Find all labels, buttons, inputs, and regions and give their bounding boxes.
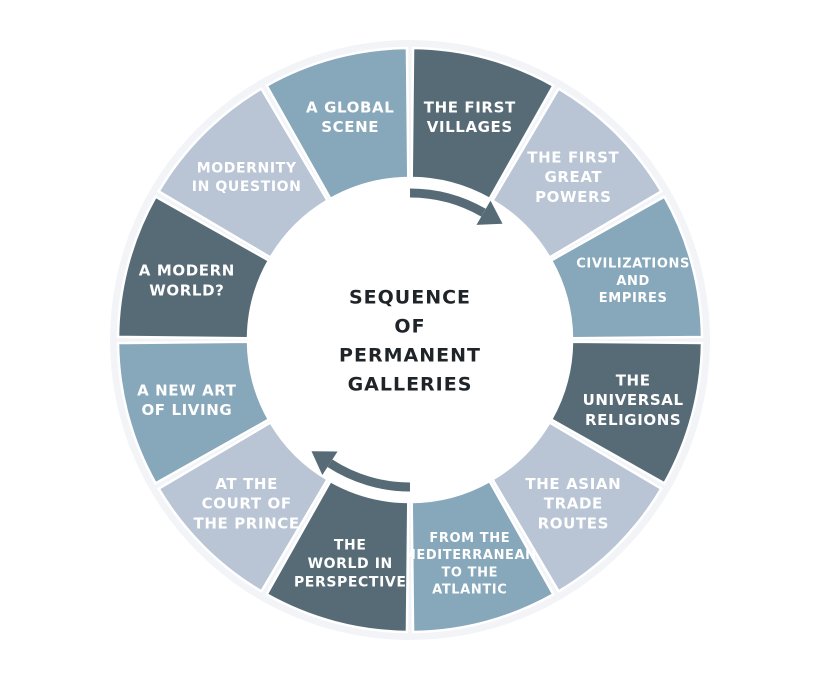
- segment-label-line: AT THE: [215, 475, 278, 493]
- center-title-line: GALLERIES: [348, 374, 473, 396]
- segment-label-line: THE PRINCE: [194, 515, 300, 533]
- segment-label-line: EMPIRES: [599, 291, 668, 306]
- segment-label-line: GREAT: [544, 168, 602, 186]
- segment-label-line: A MODERN: [139, 262, 235, 280]
- segment-label-line: RELIGIONS: [585, 411, 681, 429]
- segment-label-line: THE: [334, 538, 367, 554]
- segment-label-line: FROM THE: [429, 531, 510, 546]
- segment-label-line: PERSPECTIVE: [294, 575, 407, 591]
- center-title-line: OF: [394, 316, 425, 338]
- segment-label-line: VILLAGES: [427, 118, 513, 136]
- segment-label-line: WORLD?: [149, 282, 224, 300]
- segment-label-line: AND: [616, 274, 650, 289]
- top-arrow-arc: [409, 188, 486, 217]
- segment-label-line: IN QUESTION: [192, 179, 302, 195]
- segment-label-line: POWERS: [535, 188, 612, 206]
- segment-label-line: TRADE: [544, 495, 603, 513]
- segment-label-line: ATLANTIC: [432, 583, 507, 598]
- segments-layer: THE FIRST VILLAGES THE FIRST GREAT POWERS CIV…: [116, 46, 704, 634]
- segment-label-8: AT THE COURT OF THE PRINCE: [194, 475, 300, 533]
- segment-label-3: CIVILIZATIONS AND EMPIRES: [576, 257, 690, 306]
- segment-label-line: MODERNITY: [197, 160, 297, 176]
- segment-label-2: THE FIRST GREAT POWERS: [527, 148, 619, 206]
- segment-label-6: FROM THE MEDITERRANEAN TO THE ATLANTIC: [403, 531, 537, 597]
- bottom-arrow-arc: [327, 459, 411, 492]
- segment-label-line: A GLOBAL: [306, 98, 394, 116]
- segment-label-line: THE FIRST: [527, 148, 619, 166]
- segment-label-5: THE ASIAN TRADE ROUTES: [525, 475, 621, 533]
- segment-label-12: A GLOBAL SCENE: [306, 98, 394, 136]
- cycle-arrows: [311, 188, 503, 492]
- top-arrow-head: [476, 200, 503, 225]
- segment-label-9: A NEW ART OF LIVING: [137, 381, 237, 419]
- center-title: SEQUENCE OF PERMANENT GALLERIES: [339, 287, 481, 396]
- segment-label-11: MODERNITY IN QUESTION: [192, 160, 302, 194]
- segment-label-1: THE FIRST VILLAGES: [424, 98, 516, 136]
- center-title-line: PERMANENT: [339, 345, 481, 367]
- segment-label-line: THE: [616, 371, 651, 389]
- center-title-line: SEQUENCE: [349, 287, 471, 309]
- segment-label-line: WORLD IN: [308, 556, 393, 572]
- segment-label-line: COURT OF: [202, 495, 292, 513]
- center-disc: [248, 178, 572, 502]
- bottom-arrow-head: [311, 451, 338, 476]
- segment-label-line: MEDITERRANEAN: [403, 548, 537, 563]
- segment-label-line: SCENE: [321, 118, 379, 136]
- segment-label-10: A MODERN WORLD?: [139, 262, 235, 300]
- segment-label-line: TO THE: [441, 565, 498, 580]
- segment-label-line: A NEW ART: [137, 381, 237, 399]
- segment-label-line: THE FIRST: [424, 98, 516, 116]
- segment-label-line: CIVILIZATIONS: [576, 257, 690, 272]
- segment-label-7: THE WORLD IN PERSPECTIVE: [294, 538, 407, 591]
- segment-label-4: THE UNIVERSAL RELIGIONS: [583, 371, 684, 429]
- segment-label-line: THE ASIAN: [525, 475, 621, 493]
- segment-label-line: OF LIVING: [141, 401, 232, 419]
- segment-label-line: UNIVERSAL: [583, 391, 684, 409]
- segment-label-line: ROUTES: [538, 515, 609, 533]
